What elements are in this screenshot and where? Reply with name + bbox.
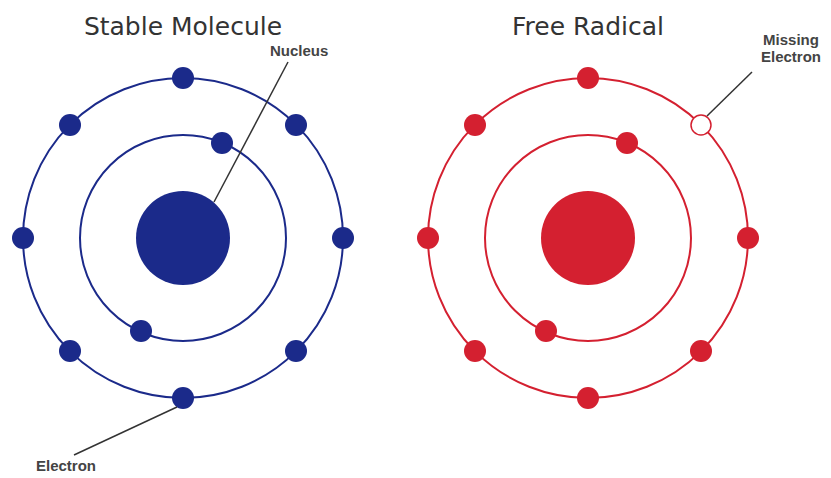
- part-label: Electron: [36, 457, 96, 474]
- part-label: Missing Electron: [755, 32, 827, 65]
- inner-orbit: [485, 135, 691, 341]
- electrons: [417, 67, 759, 409]
- nucleus: [541, 191, 635, 285]
- electrons: [12, 67, 354, 409]
- nucleus: [136, 191, 230, 285]
- panel-title: Stable Molecule: [84, 12, 282, 41]
- inner-orbit: [80, 135, 286, 341]
- leader-line: [74, 407, 177, 455]
- outer-orbit: [23, 78, 343, 398]
- leader-line: [707, 72, 752, 116]
- outer-orbit: [428, 78, 748, 398]
- part-label: Nucleus: [270, 42, 328, 59]
- panel-title: Free Radical: [512, 12, 664, 41]
- missing-electron: [691, 115, 711, 135]
- leader-line: [214, 62, 288, 202]
